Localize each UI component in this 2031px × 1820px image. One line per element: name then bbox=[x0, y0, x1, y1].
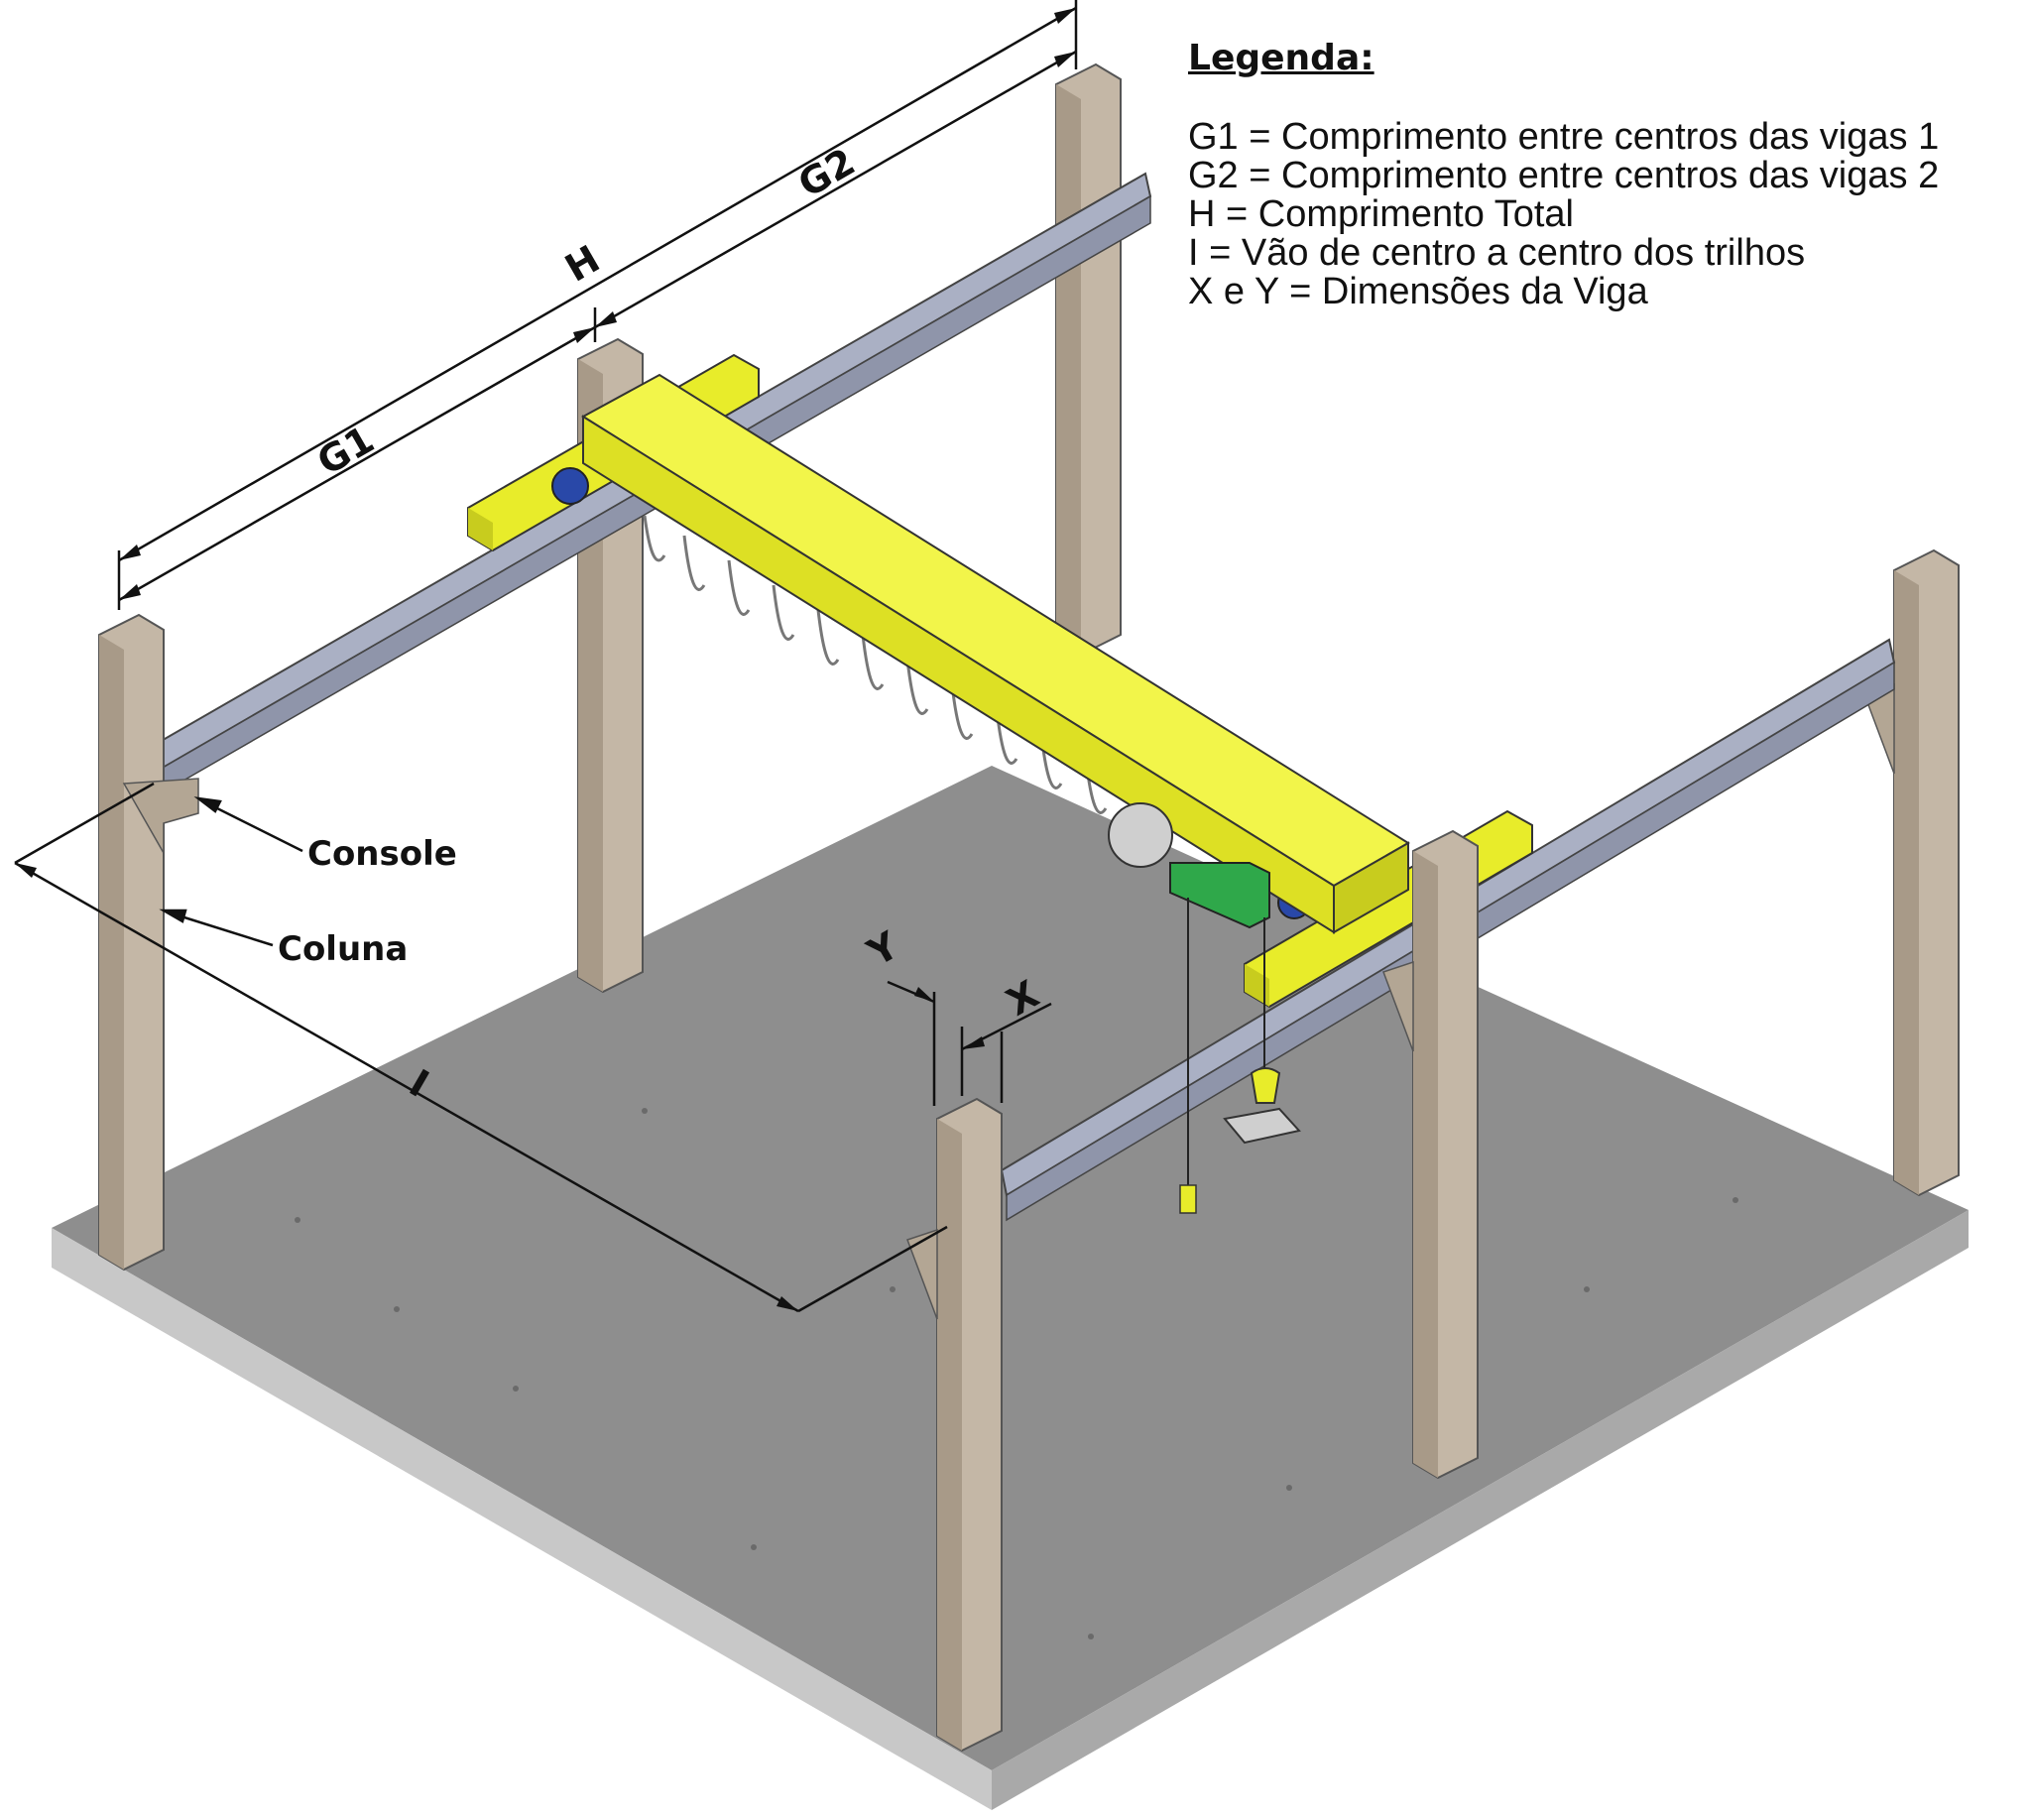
pendant-icon bbox=[1179, 1184, 1197, 1214]
legend-title: Legenda: bbox=[1188, 38, 1374, 78]
floor-slab bbox=[52, 766, 1969, 1810]
legend-item-g2: G2 = Comprimento entre centros das vigas… bbox=[1188, 155, 1940, 196]
callout-leaders bbox=[159, 796, 303, 947]
legend: Legenda: G1 = Comprimento entre centros … bbox=[1188, 38, 2021, 311]
dim-label-g1: G1 bbox=[310, 418, 382, 484]
column-back-right bbox=[1055, 62, 1122, 657]
hoist-trolley bbox=[1108, 802, 1301, 1214]
dimension-arrows bbox=[15, 8, 1076, 1311]
motor-icon bbox=[551, 467, 589, 505]
hook-icon bbox=[1250, 1067, 1281, 1104]
column-front-left bbox=[98, 613, 199, 1272]
column-front-middle bbox=[906, 1097, 1003, 1753]
column-front-right bbox=[1382, 829, 1479, 1480]
legend-item-h: H = Comprimento Total bbox=[1188, 193, 1574, 235]
dimension-lines bbox=[14, 0, 1078, 1313]
dim-label-g2: G2 bbox=[791, 140, 863, 206]
legend-item-xy: X e Y = Dimensões da Viga bbox=[1188, 271, 1648, 312]
callout-console: Console bbox=[307, 834, 457, 874]
legend-item-g1: G1 = Comprimento entre centros das vigas… bbox=[1188, 116, 1940, 158]
console-bracket bbox=[122, 778, 199, 856]
column-back-far-right bbox=[1863, 548, 1960, 1197]
callout-coluna: Coluna bbox=[278, 929, 408, 969]
legend-item-i: I = Vão de centro a centro dos trilhos bbox=[1188, 232, 1806, 274]
